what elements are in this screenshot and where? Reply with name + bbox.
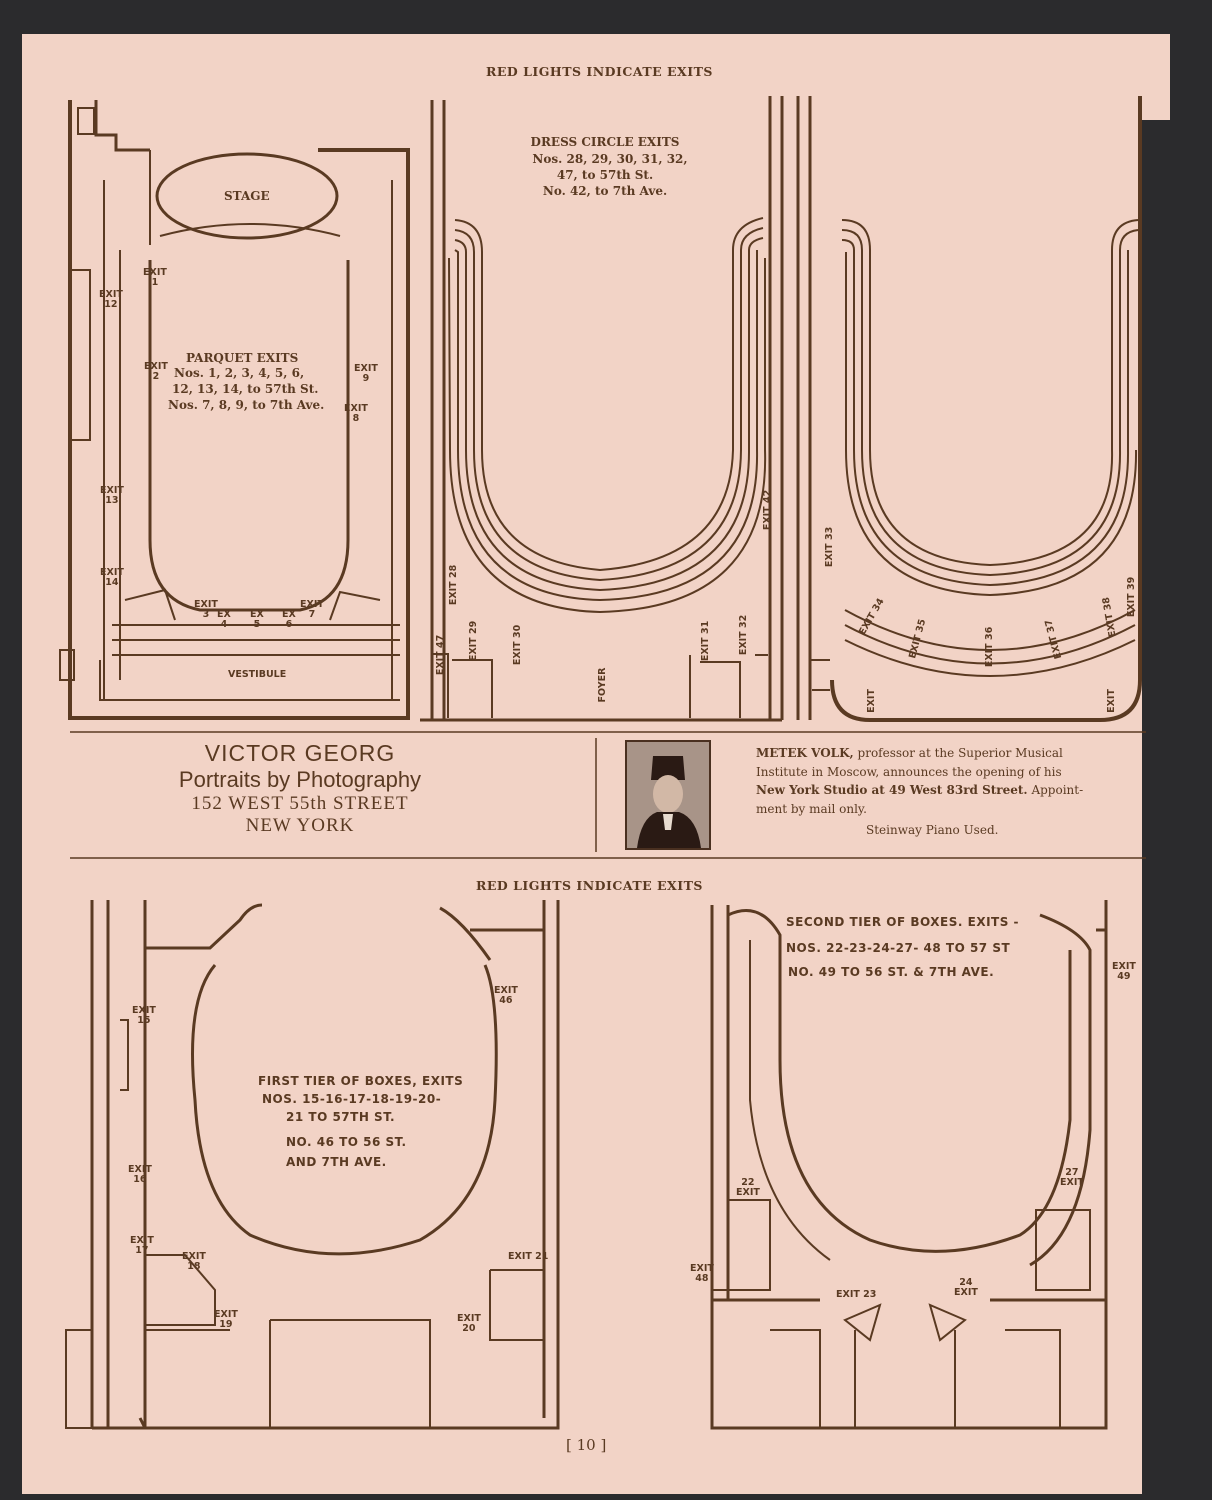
exit-7-label: EXIT 7 — [300, 599, 324, 620]
exit-17-label: EXIT 17 — [130, 1235, 154, 1256]
exit-48-label: EXIT 48 — [690, 1263, 714, 1284]
victor-georg-city: NEW YORK — [245, 815, 355, 837]
torn-page-edge — [1142, 120, 1170, 1500]
vestibule-label: VESTIBULE — [228, 669, 287, 680]
top-header: RED LIGHTS INDICATE EXITS — [486, 64, 713, 79]
metek-volk-text3: Appoint- — [1027, 783, 1084, 798]
exit-20-label: EXIT 20 — [457, 1313, 481, 1334]
exit-49-label: EXIT 49 — [1112, 961, 1136, 982]
exit-a-label: EXIT — [865, 689, 877, 713]
exit-15-label: EXIT 15 — [132, 1005, 156, 1026]
victor-georg-tagline: Portraits by Photography — [178, 767, 422, 793]
first-tier-line1: NOS. 15-16-17-18-19-20- — [262, 1092, 442, 1106]
second-tier-title: SECOND TIER OF BOXES. EXITS - — [786, 915, 1020, 929]
exit-24-label: 24 EXIT — [954, 1277, 978, 1298]
parquet-exits-title: PARQUET EXITS — [186, 351, 299, 365]
exit-8-label: EXIT 8 — [344, 403, 368, 424]
exit-42-label: EXIT 42 — [762, 489, 774, 531]
metek-volk-line1: METEK VOLK, professor at the Superior Mu… — [756, 744, 1146, 763]
exit-33-label: EXIT 33 — [824, 526, 836, 568]
exit-1-label: EXIT 1 — [143, 267, 167, 288]
first-tier-title: FIRST TIER OF BOXES, EXITS — [258, 1074, 464, 1088]
metek-volk-portrait — [625, 740, 711, 850]
metek-volk-piano: Steinway Piano Used. — [866, 823, 999, 838]
first-tier-line2: 21 TO 57TH ST. — [286, 1110, 396, 1124]
metek-volk-name: METEK VOLK, — [756, 746, 854, 760]
metek-volk-studio: New York Studio at 49 West 83rd Street. — [756, 783, 1028, 798]
exit-46-label: EXIT 46 — [494, 985, 518, 1006]
first-tier-line4: AND 7TH AVE. — [286, 1155, 387, 1169]
exit-16-label: EXIT 16 — [128, 1164, 152, 1185]
second-tier-line1: NOS. 22-23-24-27- 48 TO 57 ST — [786, 941, 1011, 955]
metek-volk-text1: professor at the Superior Musical — [853, 746, 1063, 760]
exit-23-label: EXIT 23 — [836, 1289, 877, 1300]
metek-volk-ad: METEK VOLK, professor at the Superior Mu… — [756, 744, 1146, 840]
parquet-exits-line3: Nos. 7, 8, 9, to 7th Ave. — [168, 398, 325, 412]
foyer-label: FOYER — [597, 667, 609, 703]
exit-32-label: EXIT 32 — [738, 614, 750, 656]
exit-47-label: EXIT 47 — [435, 634, 447, 676]
parquet-exits-line2: 12, 13, 14, to 57th St. — [172, 382, 319, 396]
first-tier-line3: NO. 46 TO 56 ST. — [286, 1135, 407, 1149]
exit-b-label: EXIT — [1105, 689, 1117, 713]
exit-6-label: EX 6 — [282, 609, 296, 630]
exit-21-label: EXIT 21 — [508, 1251, 549, 1262]
exit-28-label: EXIT 28 — [448, 564, 460, 606]
exit-19-label: EXIT 19 — [214, 1309, 238, 1330]
exit-18-label: EXIT 18 — [182, 1251, 206, 1272]
exit-5-label: EX 5 — [250, 609, 264, 630]
dress-circle-line1: Nos. 28, 29, 30, 31, 32, — [532, 152, 688, 166]
exit-2-label: EXIT 2 — [144, 361, 168, 382]
balcony-plan — [796, 96, 1142, 722]
second-tier-plan — [710, 900, 1108, 1430]
exit-36-label: EXIT 36 — [984, 626, 996, 668]
victor-georg-ad: VICTOR GEORG Portraits by Photography 15… — [150, 740, 450, 838]
exit-31-label: EXIT 31 — [700, 620, 712, 662]
metek-volk-text2: Institute in Moscow, announces the openi… — [756, 764, 1062, 779]
dress-circle-line2: 47, to 57th St. — [556, 168, 654, 182]
exit-29-label: EXIT 29 — [468, 620, 480, 662]
stage-label: STAGE — [224, 189, 270, 203]
exit-4-label: EX 4 — [217, 609, 231, 630]
exit-30-label: EXIT 30 — [512, 624, 524, 666]
second-tier-line2: NO. 49 TO 56 ST. & 7TH AVE. — [788, 965, 995, 979]
metek-volk-line3: New York Studio at 49 West 83rd Street. … — [756, 781, 1146, 800]
dress-circle-plan — [420, 96, 784, 722]
victor-georg-name: VICTOR GEORG — [204, 740, 396, 766]
bottom-header: RED LIGHTS INDICATE EXITS — [476, 878, 703, 893]
parquet-plan — [59, 100, 410, 720]
victor-georg-address: 152 WEST 55th STREET — [191, 793, 409, 815]
metek-volk-text4: ment by mail only. — [756, 801, 867, 816]
exit-3-label: EXIT 3 — [194, 599, 218, 620]
exit-9-label: EXIT 9 — [354, 363, 378, 384]
page-number: [ 10 ] — [566, 1436, 607, 1454]
exit-14-label: EXIT 14 — [100, 567, 124, 588]
exit-13-label: EXIT 13 — [100, 485, 124, 506]
exit-27-label: 27 EXIT — [1060, 1167, 1084, 1188]
dress-circle-title: DRESS CIRCLE EXITS — [530, 135, 680, 149]
dress-circle-line3: No. 42, to 7th Ave. — [542, 184, 668, 198]
exit-22-label: 22 EXIT — [736, 1177, 760, 1198]
first-tier-plan — [65, 900, 560, 1430]
exit-39-label: EXIT 39 — [1126, 576, 1138, 618]
parquet-exits-line1: Nos. 1, 2, 3, 4, 5, 6, — [174, 366, 305, 380]
exit-12-label: EXIT 12 — [99, 289, 123, 310]
